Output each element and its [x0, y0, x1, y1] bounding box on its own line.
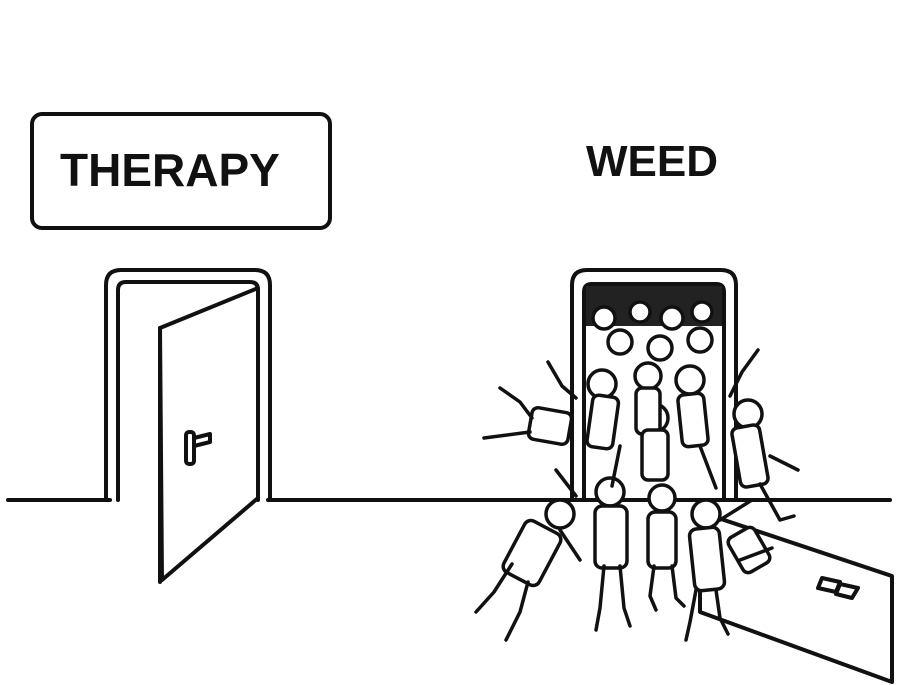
weed-sign-label: WEED	[586, 137, 718, 186]
therapy-sign-label: THERAPY	[60, 144, 280, 196]
therapy-sign-frame	[30, 112, 332, 230]
crowd-of-people	[474, 300, 800, 642]
therapy-door-frame	[104, 268, 272, 502]
fallen-door-handle-icon	[816, 576, 860, 600]
therapy-door-handle-icon	[184, 430, 212, 466]
weed-door-frame	[570, 268, 738, 502]
